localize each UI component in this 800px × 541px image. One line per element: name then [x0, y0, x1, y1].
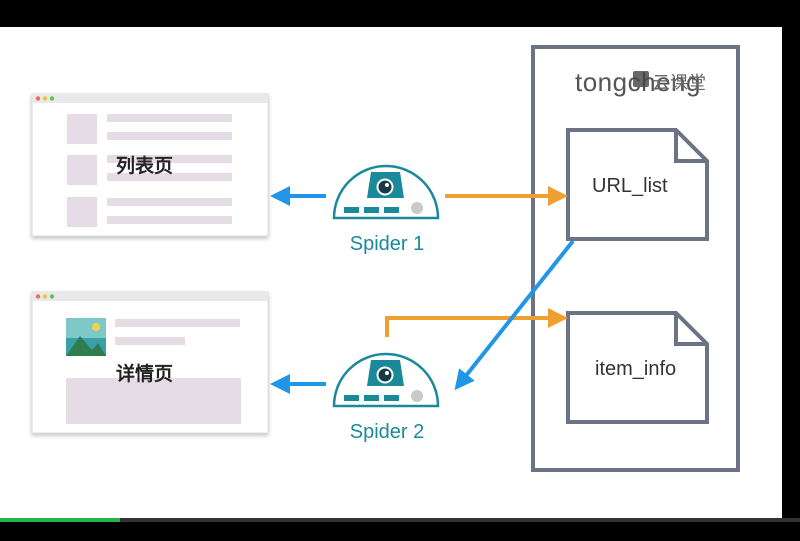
window-close-dot: [35, 96, 41, 101]
spider1-label: Spider 1: [350, 233, 425, 255]
watermark-logo-text: 云课堂: [652, 73, 706, 94]
window-titlebar: [32, 94, 268, 103]
window-minimize-dot: [42, 96, 48, 101]
spider2-robot-icon: [332, 352, 440, 408]
arrow-url-list-to-spider2: [454, 239, 575, 391]
video-progress-track[interactable]: [0, 518, 800, 522]
arrow-spider2-to-item-info: [385, 308, 568, 337]
spider1-robot-icon: [332, 164, 440, 220]
url-list-file-icon: [566, 128, 709, 241]
url-list-label: URL_list: [592, 175, 668, 197]
window-maximize-dot: [49, 294, 55, 299]
window-maximize-dot: [49, 96, 55, 101]
window-close-dot: [35, 294, 41, 299]
watermark-logo-icon: [633, 71, 649, 87]
spider2-label: Spider 2: [350, 421, 425, 443]
window-minimize-dot: [42, 294, 48, 299]
detail-page-placeholders: [66, 319, 241, 424]
window-titlebar: [32, 292, 268, 301]
item-info-file-icon: [566, 311, 709, 424]
video-progress-fill: [0, 518, 120, 522]
list-page-placeholders: [67, 114, 232, 227]
storage-container: [531, 45, 740, 472]
detail-image-icon: [66, 318, 106, 356]
item-info-label: item_info: [595, 358, 676, 380]
detail-page-label: 详情页: [116, 362, 173, 385]
list-page-label: 列表页: [116, 154, 173, 177]
